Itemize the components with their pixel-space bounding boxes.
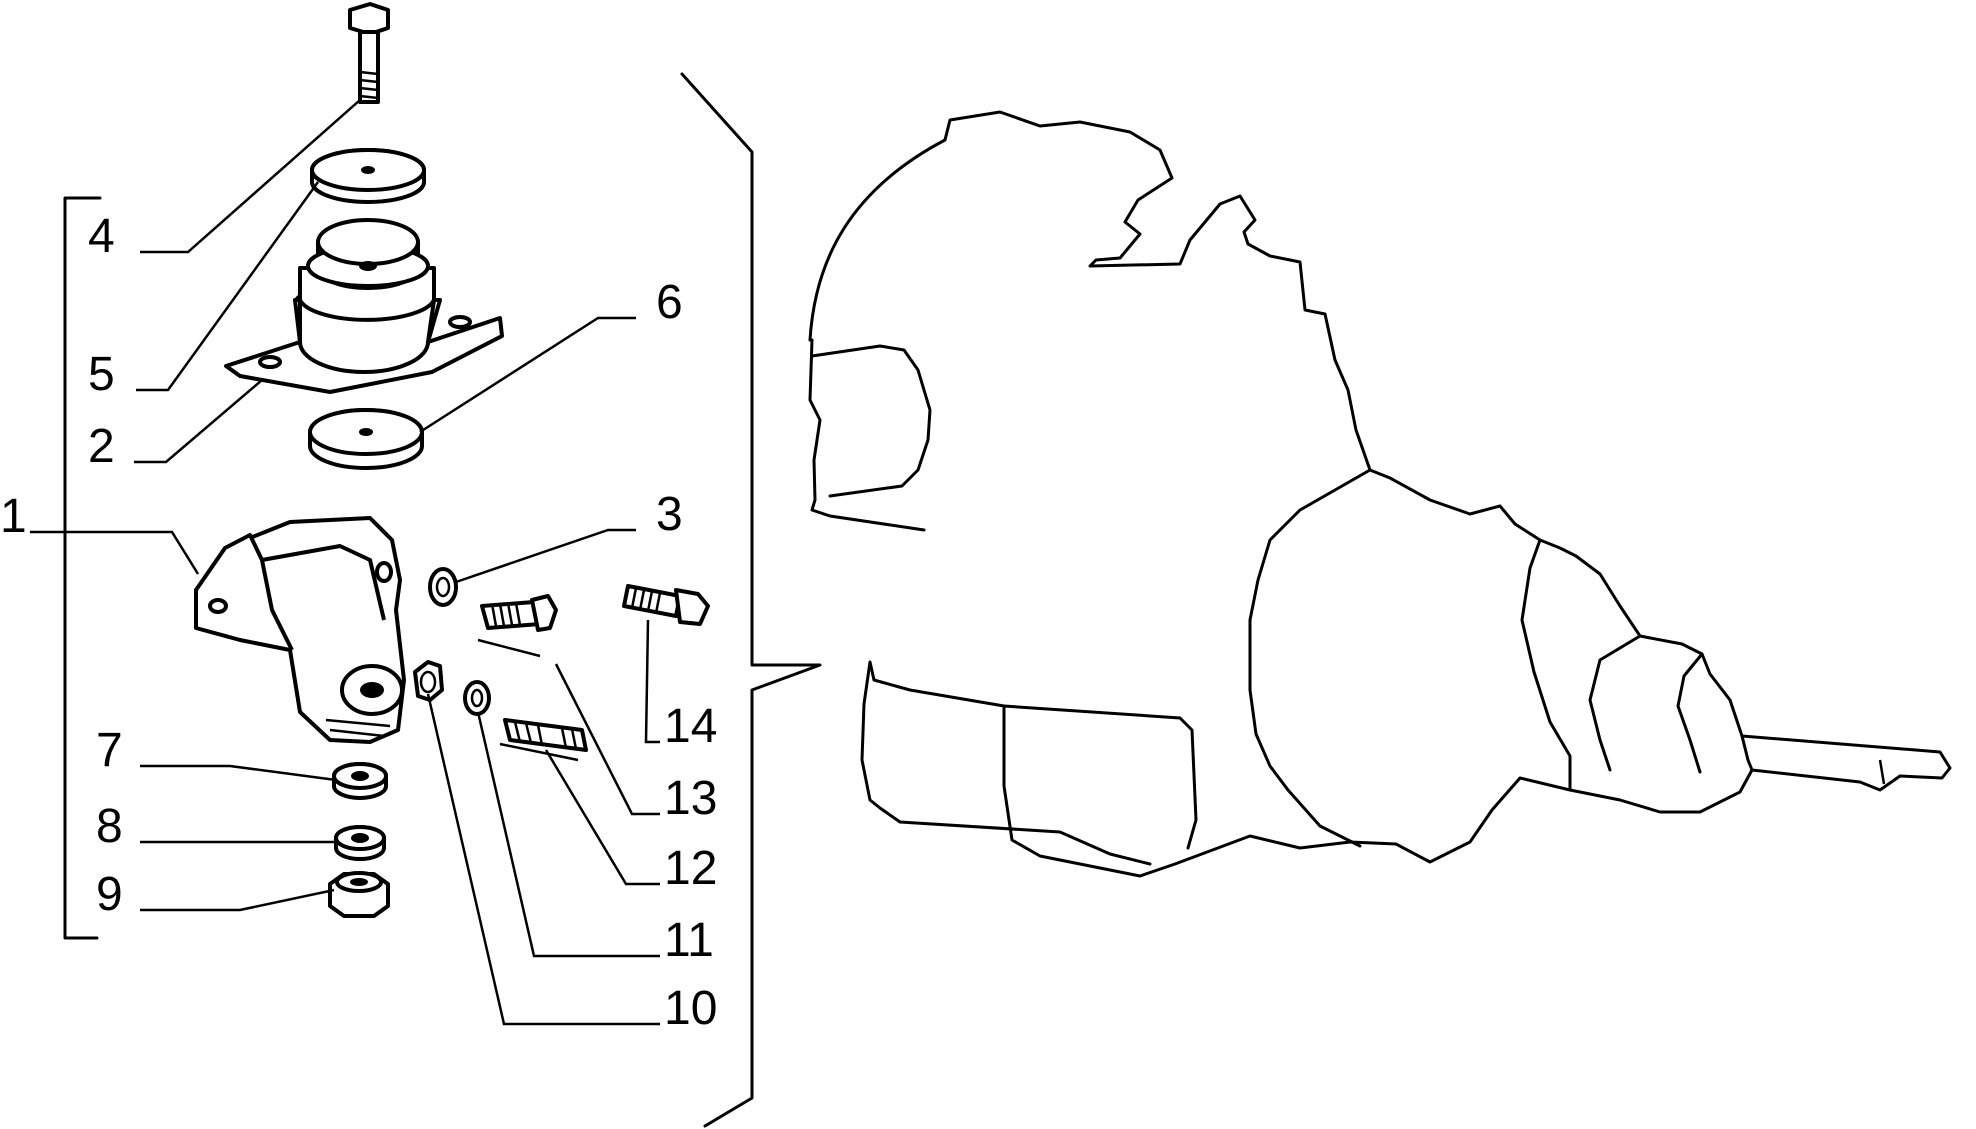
- part-9-nut: [328, 871, 390, 918]
- callout-7: 7: [96, 724, 123, 777]
- callout-12: 12: [664, 842, 717, 895]
- part-11-washer: [463, 680, 491, 716]
- callout-14: 14: [664, 700, 717, 753]
- callout-9: 9: [96, 868, 123, 921]
- part-3-washer: [428, 567, 458, 607]
- part-14-bolt: [622, 584, 710, 626]
- part-5-washer: [310, 148, 426, 204]
- callout-8: 8: [96, 800, 123, 853]
- callout-11: 11: [664, 914, 714, 967]
- callout-4: 4: [88, 210, 115, 263]
- callout-5: 5: [88, 348, 115, 401]
- callout-2: 2: [88, 420, 115, 473]
- leader-lines: [30, 99, 660, 1026]
- part-12-stud: [499, 718, 588, 762]
- callout-1: 1: [0, 490, 27, 543]
- callout-6: 6: [656, 276, 683, 329]
- callout-13: 13: [664, 772, 717, 825]
- part-8-spring-washer: [334, 825, 386, 861]
- part-7-washer: [332, 762, 388, 800]
- part-6-washer: [308, 408, 424, 470]
- part-13-bolt: [477, 594, 558, 658]
- transmission-housing: [808, 110, 1952, 878]
- callout-3: 3: [656, 488, 683, 541]
- part-10-nut: [413, 660, 444, 702]
- callout-10: 10: [664, 982, 717, 1035]
- group-bracket: [63, 196, 102, 940]
- part-2-rubber-mount: [224, 218, 504, 394]
- part-4-bolt: [348, 2, 390, 104]
- assembly-brace: [680, 72, 822, 1128]
- part-1-bracket: [194, 516, 406, 744]
